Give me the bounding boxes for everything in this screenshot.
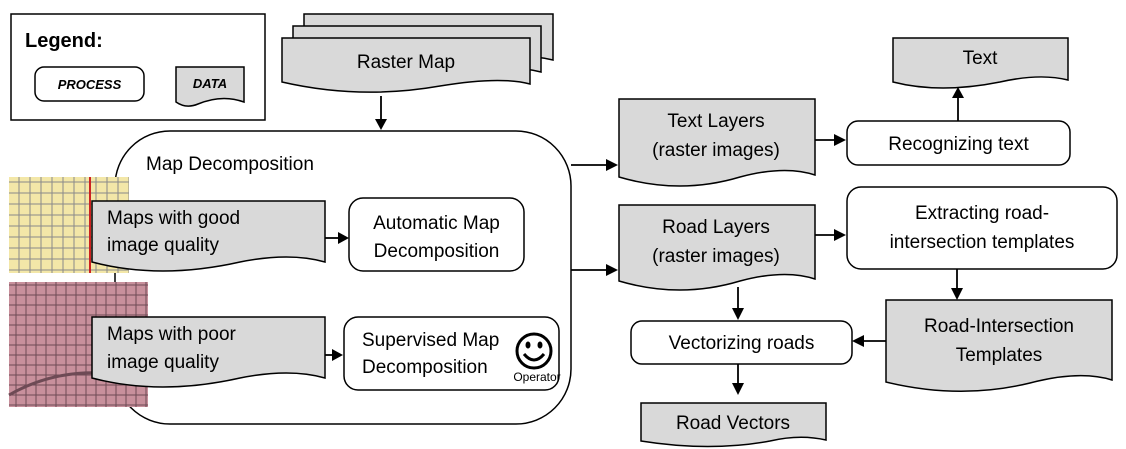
auto-decomposition-node: Automatic Map Decomposition <box>348 197 525 272</box>
vectorizing-roads-label: Vectorizing roads <box>669 333 815 354</box>
text-output-label: Text <box>963 48 999 69</box>
legend-data-label: DATA <box>193 76 227 91</box>
supervised-decomp-line2: Decomposition <box>362 357 488 378</box>
recognizing-text-label: Recognizing text <box>888 134 1029 155</box>
templates-line1: Road-Intersection <box>924 316 1074 337</box>
raster-map-label: Raster Map <box>357 52 455 73</box>
recognizing-text-node: Recognizing text <box>846 120 1071 166</box>
road-layers-node: Road Layers (raster images) <box>618 204 816 291</box>
poor-quality-node: Maps with poor image quality <box>91 316 326 388</box>
poor-quality-line1: Maps with poor <box>107 324 237 345</box>
templates-line2: Templates <box>956 345 1043 366</box>
auto-decomp-line2: Decomposition <box>374 241 500 262</box>
text-layers-line2: (raster images) <box>652 140 780 161</box>
road-vectors-label: Road Vectors <box>676 413 790 434</box>
auto-decomp-line1: Automatic Map <box>373 213 500 234</box>
road-vectors-node: Road Vectors <box>640 402 827 448</box>
good-quality-line2: image quality <box>107 235 219 256</box>
text-output-node: Text <box>892 37 1069 89</box>
legend-process-label: PROCESS <box>58 77 122 92</box>
arrow-head <box>375 119 387 130</box>
supervised-decomp-line1: Supervised Map <box>362 330 499 351</box>
good-quality-line1: Maps with good <box>107 208 240 229</box>
raster-map-node: Raster Map <box>281 13 554 93</box>
legend-data-shape <box>175 66 245 107</box>
text-layers-line1: Text Layers <box>667 111 764 132</box>
text-layers-node: Text Layers (raster images) <box>618 98 816 187</box>
road-intersection-templates-node: Road-Intersection Templates <box>885 299 1113 392</box>
smiley-icon <box>515 332 553 370</box>
map-decomposition-label: Map Decomposition <box>146 154 314 175</box>
poor-quality-line2: image quality <box>107 352 219 373</box>
legend-process-shape <box>34 66 145 102</box>
extracting-templates-node: Extracting road- intersection templates <box>846 186 1118 270</box>
extracting-line1: Extracting road- <box>915 203 1049 224</box>
legend: Legend: PROCESS DATA <box>10 13 266 121</box>
legend-title: Legend: <box>25 30 103 52</box>
road-layers-line1: Road Layers <box>662 217 770 238</box>
road-layers-line2: (raster images) <box>652 246 780 267</box>
vectorizing-roads-node: Vectorizing roads <box>630 320 853 365</box>
supervised-decomposition-node: Supervised Map Decomposition Operator <box>343 316 561 391</box>
good-quality-node: Maps with good image quality <box>91 200 326 272</box>
operator-label: Operator <box>513 370 560 384</box>
extracting-line2: intersection templates <box>890 232 1075 253</box>
